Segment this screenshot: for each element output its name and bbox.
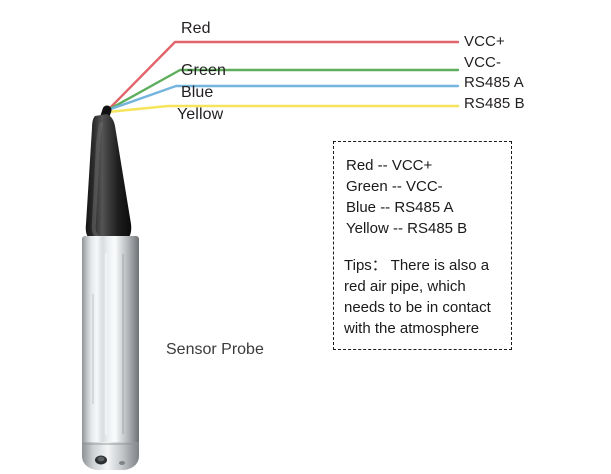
sensor-probe-illustration	[82, 114, 139, 470]
tips-note: Tips： There is also a red air pipe, whic…	[344, 257, 491, 337]
probe-boot-highlight	[91, 122, 103, 238]
wire-label-red: Red	[181, 20, 211, 37]
sensor-probe-caption: Sensor Probe	[166, 341, 264, 358]
terminal-label-vcc-negative: VCC-	[464, 54, 502, 71]
wire-red	[106, 40, 460, 112]
pin-assignment-row: Red -- VCC+	[346, 157, 433, 174]
pin-assignment-row: Blue -- RS485 A	[346, 199, 454, 216]
wire-label-yellow: Yellow	[177, 106, 224, 123]
wire-green	[106, 68, 460, 112]
wire-label-green: Green	[181, 62, 226, 79]
probe-end-cap	[82, 442, 139, 470]
wire-blue	[106, 84, 460, 112]
terminal-label-vcc-positive: VCC+	[464, 33, 505, 50]
wiring-legend-box: Red -- VCC+ Green -- VCC- Blue -- RS485 …	[333, 141, 512, 350]
probe-sensing-port-inner	[97, 456, 105, 462]
probe-vent-hole	[119, 461, 125, 465]
pin-assignment-row: Yellow -- RS485 B	[346, 220, 468, 237]
wire-label-blue: Blue	[181, 84, 214, 101]
terminal-label-rs485-a: RS485 A	[464, 74, 524, 91]
pin-assignment-list: Red -- VCC+ Green -- VCC- Blue -- RS485 …	[346, 155, 467, 239]
terminal-label-rs485-b: RS485 B	[464, 95, 525, 112]
probe-steel-body	[82, 236, 139, 454]
pin-assignment-row: Green -- VCC-	[346, 178, 443, 195]
wire-yellow	[106, 104, 460, 114]
